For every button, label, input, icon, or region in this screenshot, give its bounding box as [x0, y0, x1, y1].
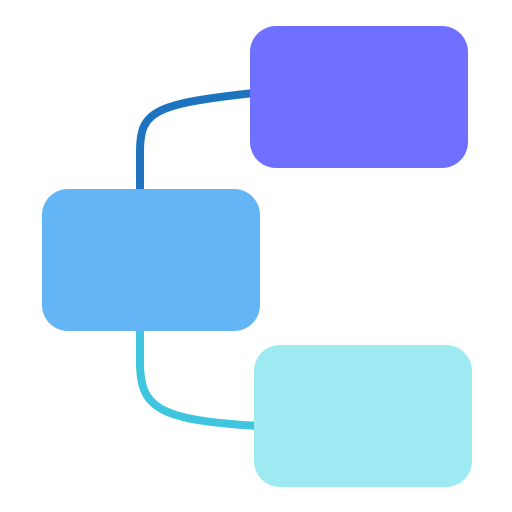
node-root [42, 189, 260, 331]
node-child-top [250, 26, 468, 168]
node-child-bottom [254, 345, 472, 487]
connector-bottom [136, 324, 262, 430]
connector-top [136, 89, 258, 196]
